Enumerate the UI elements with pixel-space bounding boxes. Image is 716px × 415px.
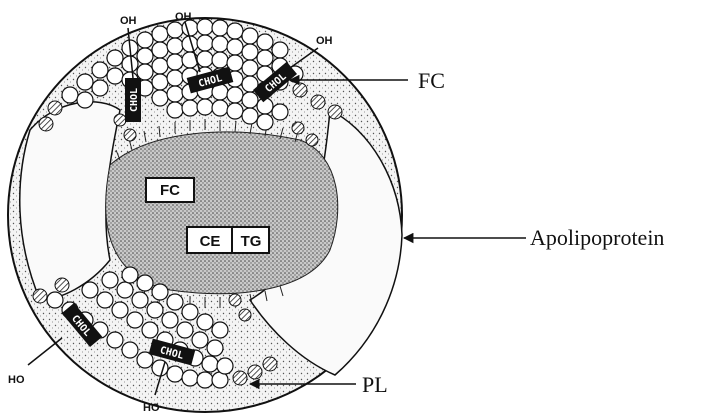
ho-label-1: HO (8, 374, 25, 386)
ho-label-2: HO (143, 402, 160, 414)
svg-text:CE: CE (200, 233, 221, 250)
oh-label-3: OH (316, 35, 333, 47)
oh-label-1: OH (120, 15, 137, 27)
fc-callout-label: FC (418, 68, 445, 93)
svg-text:FC: FC (160, 182, 180, 199)
svg-text:CHOL: CHOL (129, 88, 140, 112)
oh-label-2: OH (175, 11, 192, 23)
chol-top-1: CHOL (125, 78, 141, 122)
core-fc-box: FC (146, 178, 194, 202)
core-ce-tg-box: CE TG (187, 227, 269, 253)
svg-text:TG: TG (241, 233, 262, 250)
pl-callout-label: PL (362, 372, 388, 397)
apolipoprotein-callout-label: Apolipoprotein (530, 225, 664, 250)
lipid-core (106, 132, 338, 294)
